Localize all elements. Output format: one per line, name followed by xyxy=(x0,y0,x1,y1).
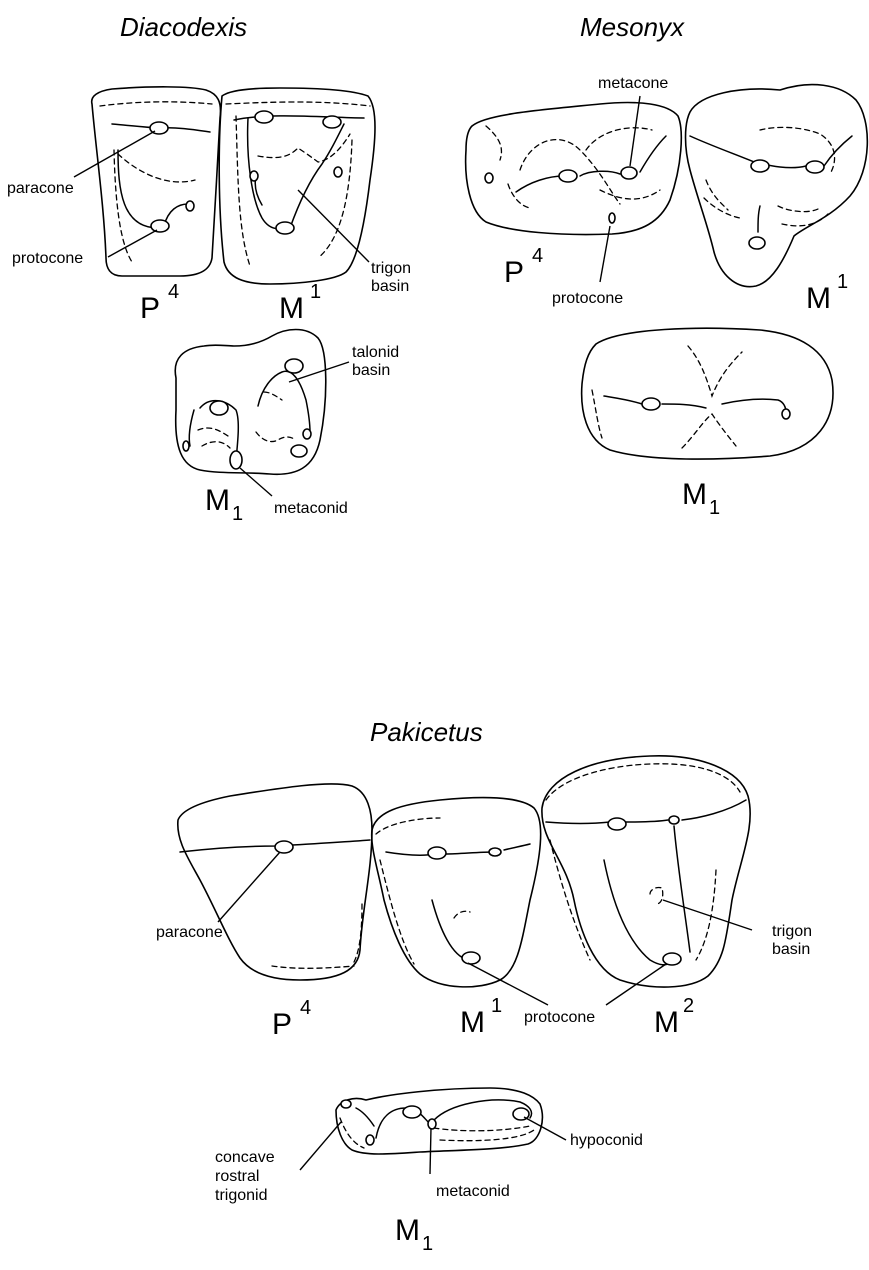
tooth-letter: P xyxy=(504,256,524,289)
mesonyx-p4-tooth xyxy=(466,103,682,235)
label-line: trigon xyxy=(371,260,411,277)
diacodexis-talonid-basin-label: talonid basin xyxy=(352,344,404,379)
mesonyx-m1-tooth xyxy=(686,85,868,287)
pakicetus-hypoconid-label: hypoconid xyxy=(570,1132,643,1149)
diacodexis-p4-tooth xyxy=(92,87,221,276)
diacodexis-m1-tooth xyxy=(219,88,375,284)
label-line: basin xyxy=(371,278,409,295)
label-line: rostral xyxy=(215,1168,259,1185)
mesonyx-protocone-label: protocone xyxy=(552,290,623,307)
label-line: talonid xyxy=(352,344,399,361)
tooth-index: 4 xyxy=(168,281,179,303)
label-line: trigonid xyxy=(215,1187,267,1204)
tooth-letter: P xyxy=(140,292,160,325)
pakicetus-metaconid-label: metaconid xyxy=(436,1183,510,1200)
tooth-index: 1 xyxy=(422,1233,433,1255)
pakicetus-lower-m1-tooth xyxy=(336,1088,542,1154)
mesonyx-title: Mesonyx xyxy=(580,12,685,42)
tooth-letter: M xyxy=(279,292,304,325)
diacodexis-protocone-label: protocone xyxy=(12,250,83,267)
mesonyx-lower-m1-tooth xyxy=(582,328,833,459)
pakicetus-title: Pakicetus xyxy=(370,717,483,747)
mesonyx-panel: Mesonyx xyxy=(466,12,868,519)
tooth-index: 1 xyxy=(837,271,848,293)
tooth-letter: M xyxy=(460,1006,485,1039)
pakicetus-m2-tooth xyxy=(542,756,750,987)
diacodexis-panel: Diacodexis xyxy=(7,12,415,525)
diacodexis-lower-m1-tooth xyxy=(175,330,326,475)
diacodexis-paracone-label: paracone xyxy=(7,180,74,197)
pakicetus-p4-tooth xyxy=(178,784,372,980)
label-line: basin xyxy=(352,362,390,379)
tooth-letter: M xyxy=(654,1006,679,1039)
pakicetus-paracone-label: paracone xyxy=(156,924,223,941)
tooth-letter: M xyxy=(395,1214,420,1247)
tooth-letter: M xyxy=(205,484,230,517)
label-line: trigon xyxy=(772,923,812,940)
tooth-index: 1 xyxy=(491,995,502,1017)
label-line: basin xyxy=(772,941,810,958)
tooth-index: 1 xyxy=(310,281,321,303)
tooth-index: 2 xyxy=(683,995,694,1017)
pakicetus-panel: Pakicetus xyxy=(156,717,816,1255)
diacodexis-trigon-basin-label: trigon basin xyxy=(371,260,415,295)
pakicetus-m1-tooth xyxy=(372,798,541,987)
tooth-index: 1 xyxy=(709,497,720,519)
tooth-index: 1 xyxy=(232,503,243,525)
tooth-index: 4 xyxy=(532,245,543,267)
pakicetus-protocone-label: protocone xyxy=(524,1009,595,1026)
pakicetus-concave-rostral-trigonid-label: concave rostral trigonid xyxy=(215,1149,279,1204)
tooth-index: 4 xyxy=(300,997,311,1019)
diacodexis-title: Diacodexis xyxy=(120,12,247,42)
tooth-letter: P xyxy=(272,1008,292,1041)
label-line: concave xyxy=(215,1149,275,1166)
pakicetus-trigon-basin-label: trigon basin xyxy=(772,923,816,958)
mesonyx-metacone-label: metacone xyxy=(598,75,668,92)
diacodexis-metaconid-label: metaconid xyxy=(274,500,348,517)
tooth-letter: M xyxy=(806,282,831,315)
tooth-letter: M xyxy=(682,478,707,511)
